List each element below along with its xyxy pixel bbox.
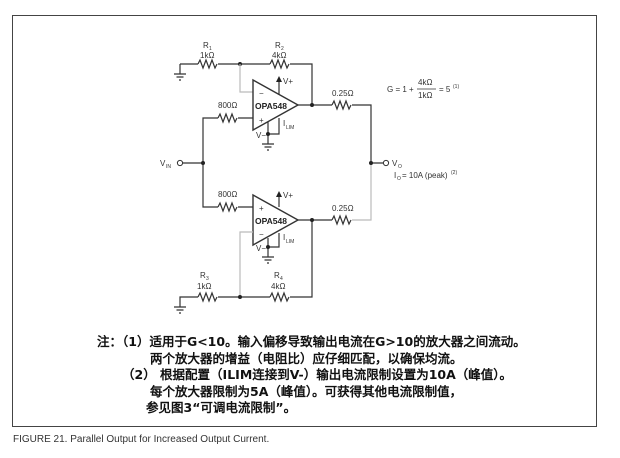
noninverting-input-wire: [202, 117, 253, 163]
note-line-3: （2） 根据配置（ILIM连接到V-）输出电流限制设置为10A（峰值）。: [122, 367, 513, 382]
vin-sub: IN: [166, 164, 171, 170]
inverting-input-wire: [239, 163, 372, 297]
opamp-top-vplus: V+: [283, 77, 293, 86]
rout-bottom-value: 0.25Ω: [332, 204, 354, 213]
resistor-025-top: [331, 99, 352, 111]
opamp-top-triangle: [252, 78, 300, 132]
opamp-top-ilim: I: [283, 119, 285, 128]
rin-bottom-value: 800Ω: [218, 190, 237, 199]
vo-terminal: [382, 159, 390, 167]
resistor-r3: [197, 291, 218, 303]
feedback-wire-top: [180, 63, 313, 105]
vminus-ground-wire: [262, 118, 280, 151]
r4-sub: 4: [280, 276, 283, 282]
r1-name: R: [203, 41, 209, 50]
resistor-r1: [197, 58, 218, 70]
r2-value: 4kΩ: [272, 51, 286, 60]
opamp-top-ilim-sub: LIM: [286, 125, 294, 131]
r1-value: 1kΩ: [200, 51, 214, 60]
note-line-2: 两个放大器的增益（电阻比）应仔细匹配，以确保均流。: [150, 351, 463, 366]
junction-dot: [266, 245, 270, 249]
vo-sub: O: [398, 164, 402, 170]
resistor-800-top: [217, 112, 238, 124]
opamp-bottom-ilim: I: [283, 233, 285, 242]
r2-sub: 2: [281, 46, 284, 52]
junction-dot: [238, 295, 242, 299]
vin-label: V: [160, 159, 166, 168]
vminus-ground-wire: [262, 233, 280, 264]
bottom-stage: [174, 163, 372, 314]
resistor-r4: [269, 291, 290, 303]
top-stage: [174, 58, 372, 163]
ground-icon: [174, 64, 186, 81]
r3-name: R: [200, 271, 206, 280]
note-line-4: 每个放大器限制为5A（峰值）。可获得其他电流限制值，: [150, 384, 463, 399]
figure-frame: [12, 15, 597, 427]
r1-sub: 1: [209, 46, 212, 52]
opamp-bottom-label: OPA548: [255, 216, 287, 226]
rin-top-value: 800Ω: [218, 101, 237, 110]
arrow-up-icon: [276, 76, 282, 82]
junction-dot: [310, 218, 314, 222]
opamp-bottom-ilim-sub: LIM: [286, 239, 294, 245]
r3-sub: 3: [206, 276, 209, 282]
feedback-wire-bottom: [174, 219, 332, 314]
opamp-top-plus: +: [259, 116, 264, 125]
io-label: I: [394, 171, 396, 180]
arrow-up-icon: [276, 191, 282, 197]
r4-value: 4kΩ: [271, 282, 285, 291]
opamp-top-minus: −: [259, 89, 264, 98]
io-sub: O: [397, 176, 401, 182]
vin-terminal: [176, 159, 184, 167]
junction-dot: [369, 161, 373, 165]
opamp-bottom-vplus: V+: [283, 191, 293, 200]
gain-ref: (1): [453, 84, 459, 90]
gain-rhs: = 5: [439, 85, 451, 94]
opamp-top-label: OPA548: [255, 101, 287, 111]
gain-lhs: G = 1 +: [387, 85, 414, 94]
figure-caption: FIGURE 21. Parallel Output for Increased…: [13, 434, 270, 445]
junction-dot: [266, 132, 270, 136]
resistor-025-bottom: [331, 214, 352, 226]
r3-value: 1kΩ: [197, 282, 211, 291]
io-ref: (2): [451, 170, 457, 176]
junction-dot: [310, 103, 314, 107]
r2-name: R: [275, 41, 281, 50]
opamp-bottom-vminus: V−: [256, 244, 266, 253]
opamp-bottom-triangle: [252, 193, 300, 247]
note-line-5: 参见图3“可调电流限制”。: [146, 400, 297, 415]
r4-name: R: [274, 271, 280, 280]
junction-dot: [201, 161, 205, 165]
opamp-top-vminus: V−: [256, 131, 266, 140]
note-line-1: 注：（1）适用于G<10。输入偏移导致输出电流在G>10的放大器之间流动。: [97, 334, 526, 349]
resistor-r2: [269, 58, 290, 70]
opamp-bottom-plus: +: [259, 204, 264, 213]
rout-top-value: 0.25Ω: [332, 89, 354, 98]
resistor-800-bottom: [217, 201, 238, 213]
opamp-bottom-minus: −: [259, 230, 264, 239]
io-value: = 10A (peak): [402, 171, 448, 180]
inverting-input-wire: [239, 64, 253, 93]
gain-denominator: 1kΩ: [418, 91, 432, 100]
gain-numerator: 4kΩ: [418, 78, 432, 87]
output-wire-top: [298, 104, 372, 163]
vo-label: V: [392, 159, 398, 168]
noninverting-input-wire: [202, 163, 253, 208]
